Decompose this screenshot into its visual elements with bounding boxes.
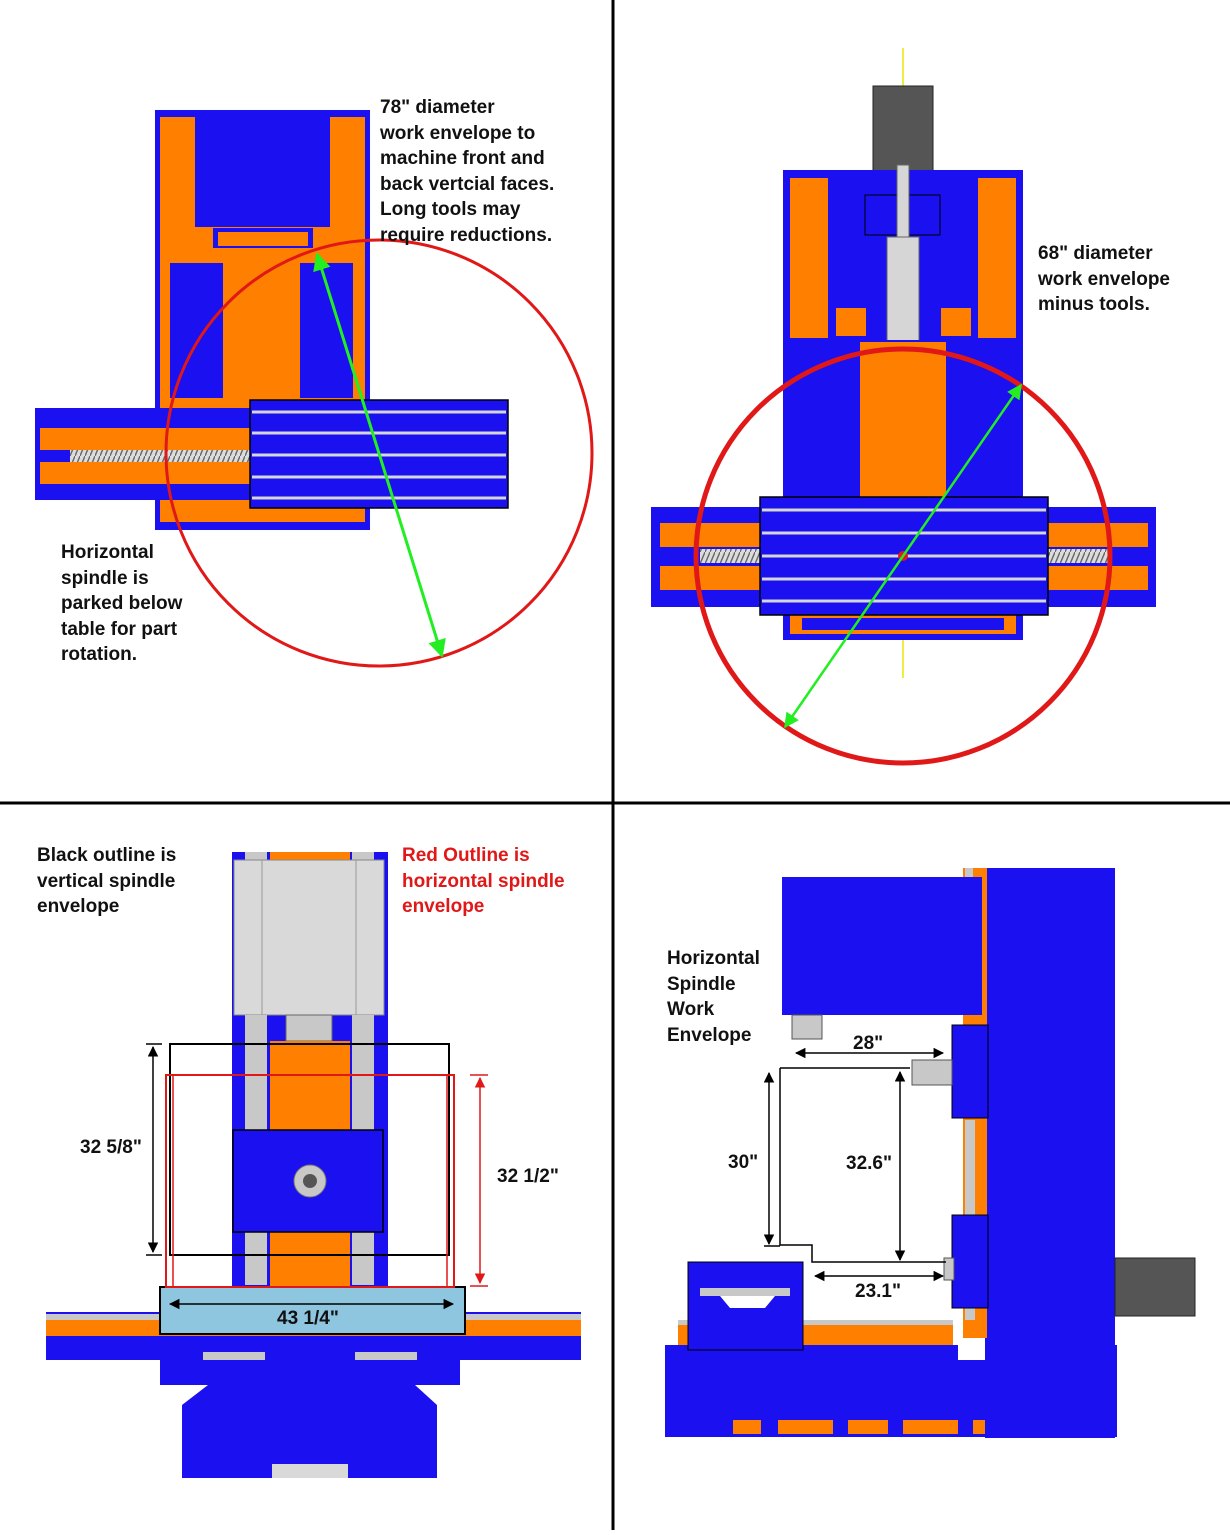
horizontal-spindle-envelope-outline — [165, 1074, 488, 1288]
black-outline-legend: Black outline is vertical spindle envelo… — [37, 845, 177, 917]
envelope-circle-68in — [693, 346, 1113, 766]
dim-label-28: 28" — [853, 1033, 884, 1054]
bottom-left-machine-front-view — [46, 852, 581, 1478]
top-right-machine-front-view — [651, 48, 1156, 678]
envelope-dimension-lines — [763, 1047, 945, 1282]
dim-label-32-6: 32.6" — [846, 1153, 892, 1174]
diameter-arrow-68in — [783, 383, 1023, 729]
dim-label-23-1: 23.1" — [855, 1281, 901, 1302]
horizontal-envelope-title: Horizontal Spindle Work Envelope — [667, 948, 760, 1046]
spindle-parked-caption: Horizontal spindle is parked below table… — [61, 542, 183, 665]
horizontal-work-envelope-outline — [764, 1067, 946, 1263]
bottom-right-machine-side-view — [665, 868, 1196, 1438]
dim-label-43-1-4: 43 1/4" — [277, 1308, 339, 1329]
diameter-arrow-78in — [313, 252, 446, 658]
envelope-78in-note: 78" diameter work envelope to machine fr… — [380, 97, 555, 246]
envelope-circle-78in — [164, 238, 594, 668]
red-outline-legend: Red Outline is horizontal spindle envelo… — [402, 845, 565, 917]
dim-label-32-1-2: 32 1/2" — [497, 1166, 559, 1187]
dim-label-30: 30" — [728, 1152, 759, 1173]
dim-label-32-5-8: 32 5/8" — [80, 1137, 142, 1158]
vertical-spindle-envelope-outline — [146, 1043, 450, 1256]
envelope-68in-note: 68" diameter work envelope minus tools. — [1038, 243, 1170, 315]
